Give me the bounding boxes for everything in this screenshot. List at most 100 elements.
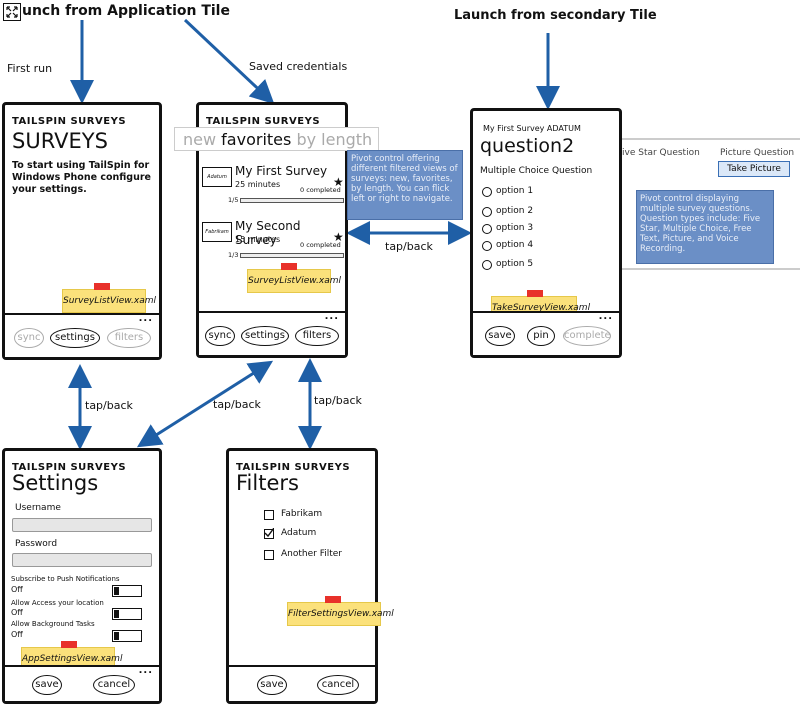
app-bar: save cancel (229, 665, 375, 701)
tape (61, 641, 77, 648)
pivot-item-by-length[interactable]: by length (296, 130, 373, 149)
radio-icon[interactable] (482, 224, 492, 234)
sync-button[interactable]: sync (14, 328, 44, 348)
location-toggle[interactable] (112, 608, 142, 620)
label-tap-back-2: tap/back (85, 399, 133, 412)
label-tap-back-3: tap/back (213, 398, 261, 411)
more-icon[interactable]: ... (598, 311, 613, 322)
more-icon[interactable]: ... (324, 311, 339, 322)
survey-progress: 1/5 (228, 196, 239, 204)
option-label: option 4 (496, 240, 534, 250)
arrow-favorites-settings (136, 360, 274, 448)
question-screen: My First Survey ADATUM question2 Multipl… (470, 108, 622, 358)
survey-thumbnail: Adatum (202, 167, 232, 187)
background-tasks-toggle[interactable] (112, 630, 142, 642)
page-title: question2 (480, 135, 575, 157)
tape (527, 290, 543, 297)
username-label: Username (15, 503, 61, 513)
password-field[interactable] (12, 553, 152, 567)
progress-bar (240, 253, 344, 258)
survey-completed: 0 completed (300, 186, 341, 194)
push-notifications-toggle[interactable] (112, 585, 142, 597)
survey-thumbnail: Fabrikam (202, 222, 232, 242)
surveys-screen: TAILSPIN SURVEYS SURVEYS To start using … (2, 102, 162, 360)
five-star-label: ive Star Question (622, 148, 700, 158)
page-title: SURVEYS (12, 129, 108, 153)
view-note: SurveyListView.xaml (62, 289, 156, 313)
filter-label: Fabrikam (281, 509, 323, 519)
tape (281, 263, 297, 270)
page-title: Settings (12, 471, 99, 495)
app-bar: ... save pin complete (473, 311, 619, 355)
pivot-header[interactable]: new favorites by length (174, 127, 379, 151)
sync-button[interactable]: sync (205, 326, 235, 346)
pivot-item-new[interactable]: new (183, 130, 217, 149)
tape (94, 283, 110, 290)
option-label: option 1 (496, 186, 534, 196)
label-saved-credentials: Saved credentials (249, 60, 348, 73)
app-name: TAILSPIN SURVEYS (12, 462, 127, 473)
checkbox-checked-icon[interactable] (264, 528, 274, 539)
option-label: option 5 (496, 259, 534, 269)
expand-icon[interactable] (3, 3, 21, 21)
app-bar: ... save cancel (5, 665, 159, 701)
arrow-saved-credentials (183, 18, 275, 105)
pivot-item-favorites[interactable]: favorites (221, 130, 292, 149)
app-name: TAILSPIN SURVEYS (206, 116, 321, 127)
checkbox-icon[interactable] (264, 510, 274, 520)
settings-screen: TAILSPIN SURVEYS Settings Username Passw… (2, 448, 162, 704)
toggle-state: Off (11, 608, 23, 617)
pivot-callout: Pivot control offering different filtere… (347, 150, 463, 220)
survey-item[interactable]: Fabrikam My Second Survey 15 minutes ★ 0… (202, 219, 344, 263)
radio-icon[interactable] (482, 187, 492, 197)
filter-label: Another Filter (281, 549, 342, 559)
star-icon[interactable]: ★ (333, 175, 344, 189)
more-icon[interactable]: ... (138, 665, 153, 676)
survey-title: My Second Survey (235, 219, 301, 247)
survey-title: My First Survey (235, 164, 328, 178)
filters-button[interactable]: filters (107, 328, 151, 348)
take-picture-button[interactable]: Take Picture (718, 161, 790, 177)
survey-item[interactable]: Adatum My First Survey 25 minutes ★ 0 co… (202, 164, 344, 208)
radio-icon[interactable] (482, 207, 492, 217)
cancel-button[interactable]: cancel (93, 675, 135, 695)
question-text: Multiple Choice Question (480, 166, 593, 176)
password-label: Password (15, 539, 58, 549)
survey-duration: 15 minutes (235, 235, 281, 244)
radio-icon[interactable] (482, 241, 492, 251)
survey-completed: 0 completed (300, 241, 341, 249)
pin-button[interactable]: pin (527, 326, 555, 346)
cancel-button[interactable]: cancel (317, 675, 359, 695)
favorites-screen: TAILSPIN SURVEYS new favorites by length… (174, 102, 379, 358)
survey-progress: 1/3 (228, 251, 239, 259)
toggle-label: Subscribe to Push Notifications (11, 575, 120, 583)
save-button[interactable]: save (485, 326, 515, 346)
app-name: TAILSPIN SURVEYS (12, 116, 127, 127)
option-label: option 2 (496, 206, 534, 216)
question-callout: Pivot control displaying multiple survey… (636, 190, 774, 264)
filters-button[interactable]: filters (295, 326, 339, 346)
progress-bar (240, 198, 344, 203)
page-title: Filters (236, 471, 299, 495)
checkbox-icon[interactable] (264, 550, 274, 560)
settings-button[interactable]: settings (241, 326, 289, 346)
settings-button[interactable]: settings (50, 328, 100, 348)
star-icon[interactable]: ★ (333, 230, 344, 244)
header-application-tile: unch from Application Tile (22, 3, 230, 19)
more-icon[interactable]: ... (138, 313, 153, 324)
save-button[interactable]: save (257, 675, 287, 695)
toggle-label: Allow Access your location (11, 599, 104, 607)
view-note: FilterSettingsView.xaml (287, 602, 394, 626)
app-bar: ... sync settings filters (199, 311, 345, 355)
save-button[interactable]: save (32, 675, 62, 695)
filter-label: Adatum (281, 528, 317, 538)
survey-duration: 25 minutes (235, 180, 281, 189)
first-run-message: To start using TailSpin for Windows Phon… (12, 160, 151, 195)
toggle-label: Allow Background Tasks (11, 620, 95, 628)
survey-header: My First Survey ADATUM (483, 124, 581, 133)
option-label: option 3 (496, 223, 534, 233)
username-field[interactable] (12, 518, 152, 532)
radio-icon[interactable] (482, 260, 492, 270)
complete-button[interactable]: complete (563, 326, 611, 346)
